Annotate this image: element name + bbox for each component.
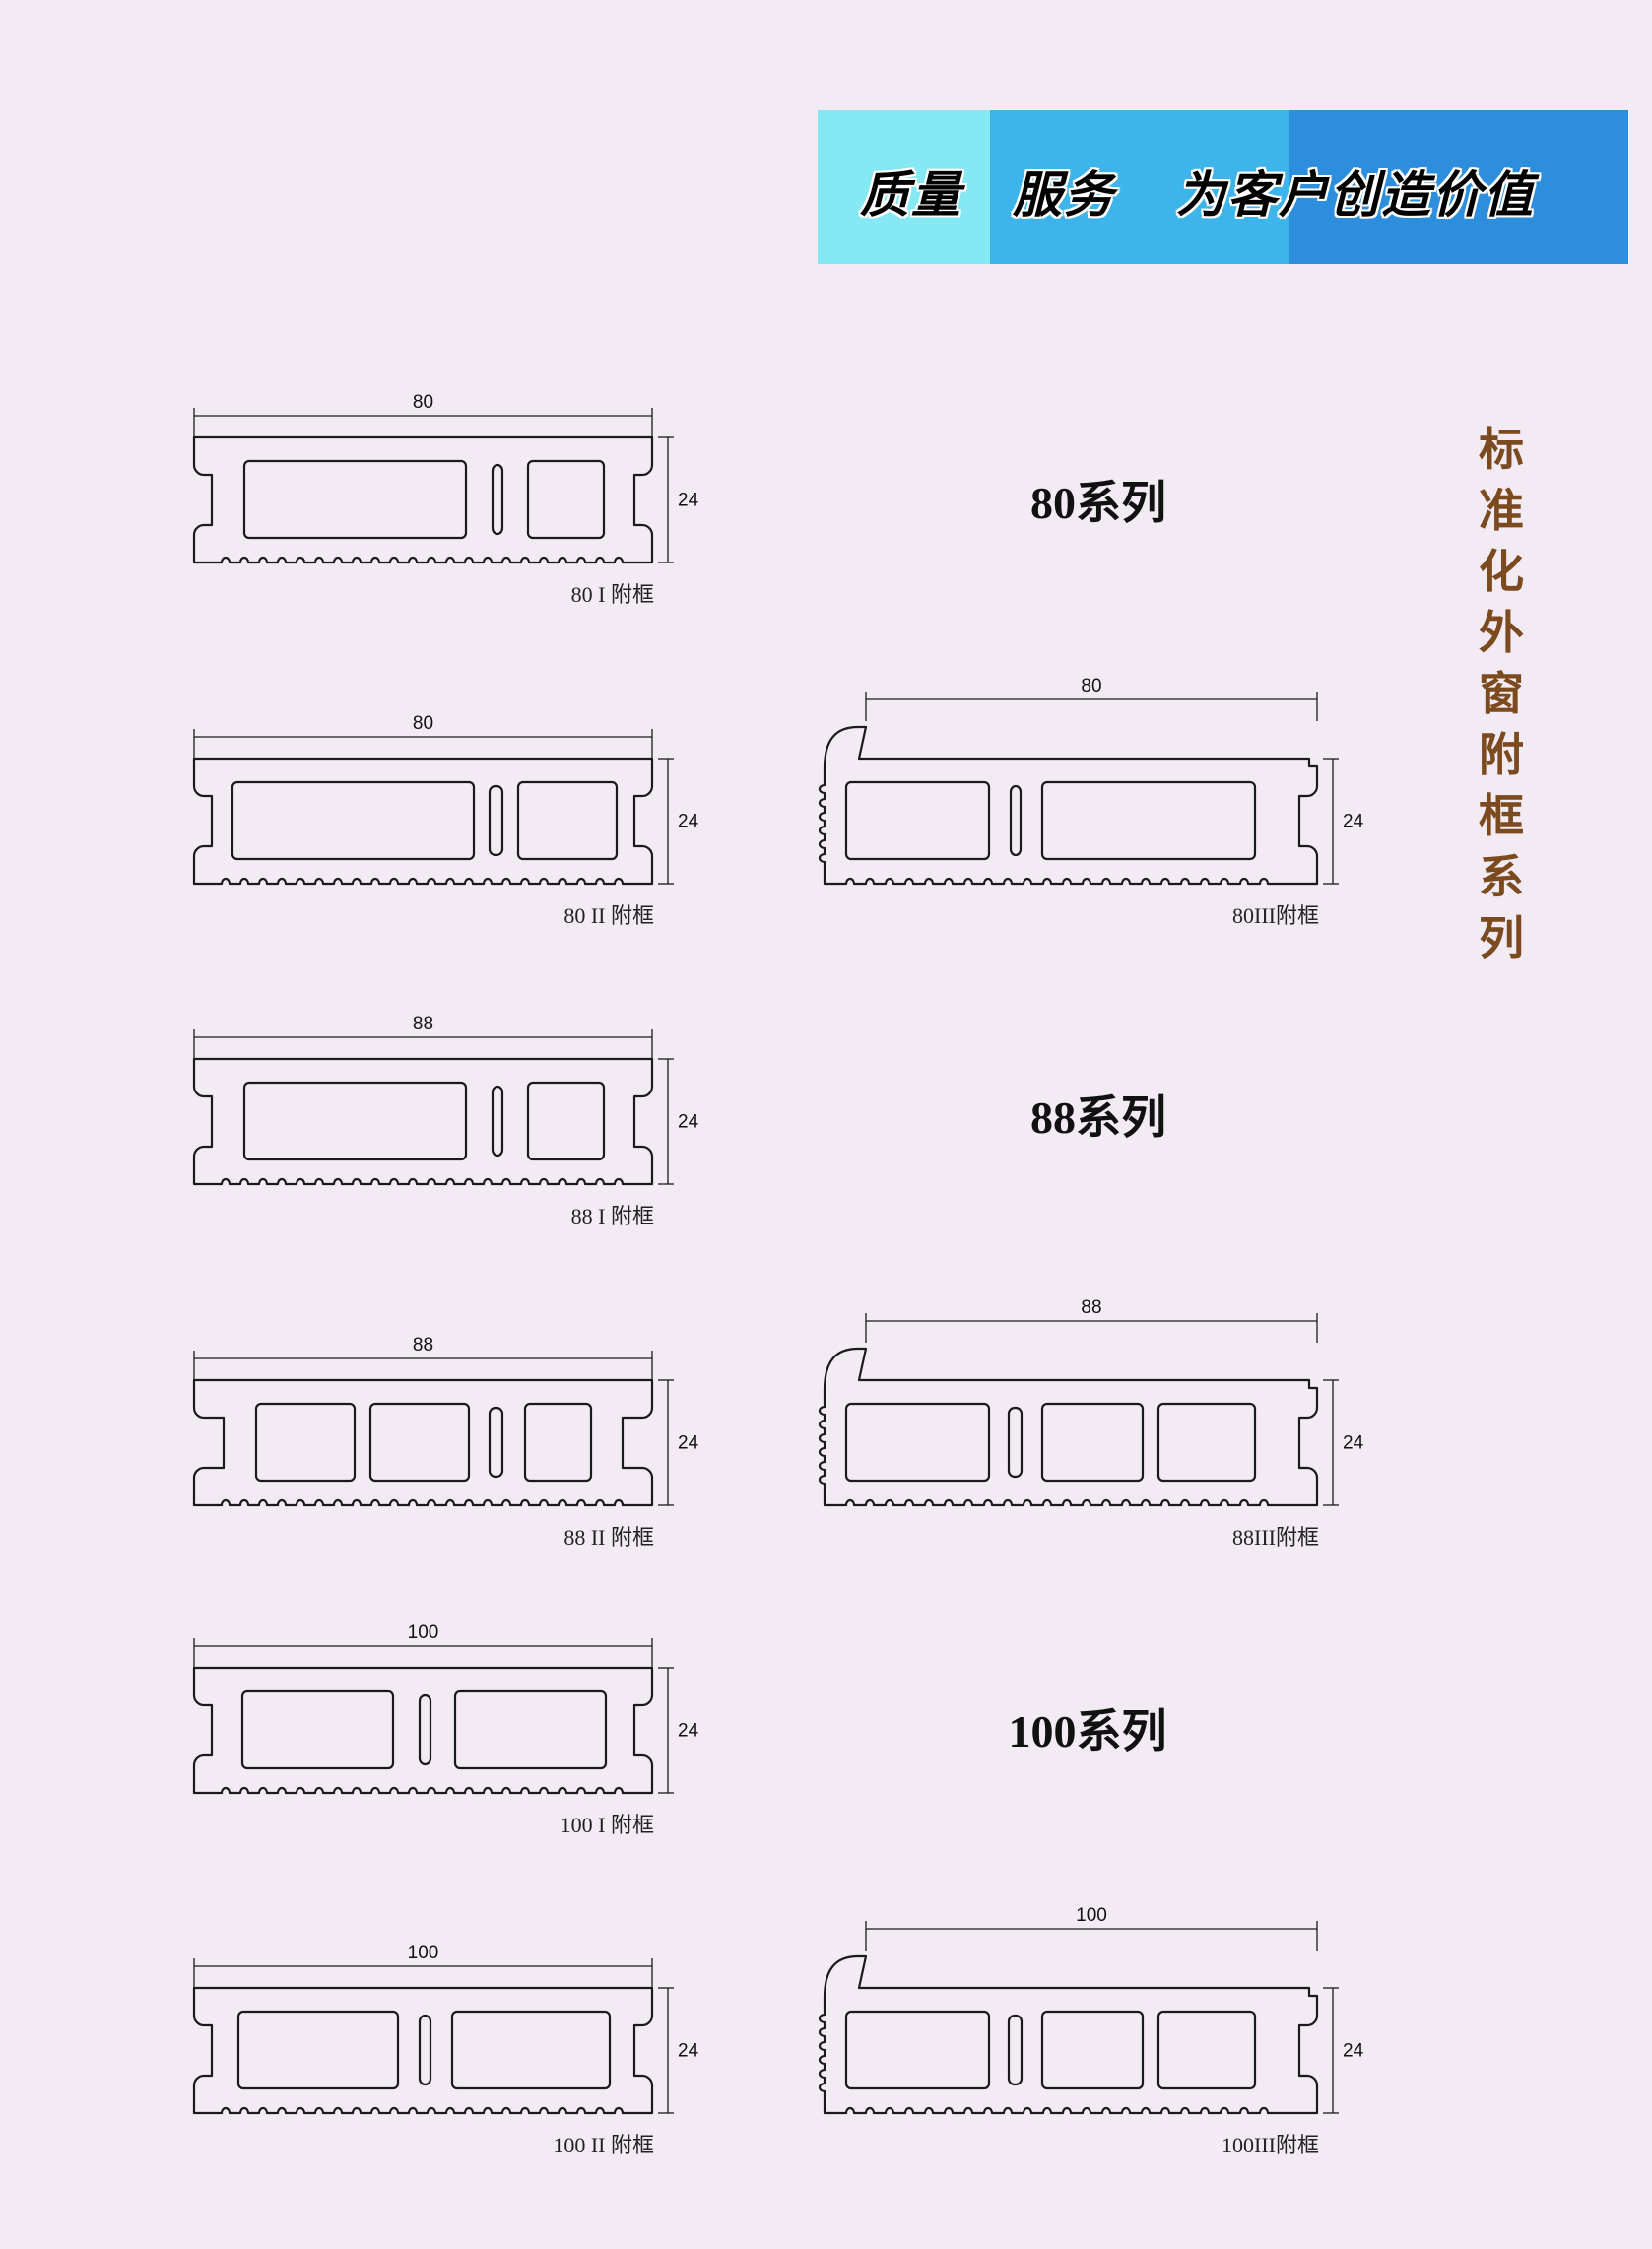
profile-cavity: [240, 1689, 395, 1770]
profile-name-label: 88III附框: [1232, 1525, 1319, 1550]
side-title-char: 窗: [1479, 667, 1524, 720]
profile-name-label: 80 II 附框: [563, 903, 654, 928]
profile-outline: [818, 1347, 1319, 1507]
profile-name-label: 100 II 附框: [553, 2133, 654, 2157]
profile-cavity: [523, 1402, 593, 1483]
width-dimension-label: 80: [413, 713, 433, 734]
width-dimension-label: 100: [408, 1622, 439, 1643]
profile-cavity: [368, 1402, 471, 1483]
profile-outline: [192, 757, 654, 886]
profile-drawing: 88 24 88 I 附框: [192, 1014, 699, 1228]
height-dimension-label: 24: [678, 1721, 699, 1742]
profile-outline: [818, 725, 1319, 886]
profile-outline: [192, 435, 654, 564]
profile-slot: [491, 463, 504, 536]
height-dimension-label: 24: [678, 2041, 699, 2062]
side-title-char: 列: [1479, 911, 1524, 964]
height-dimension-label: 24: [678, 1112, 699, 1133]
side-title-char: 附: [1479, 728, 1524, 781]
profile-cavity: [1040, 1402, 1145, 1483]
profile-drawing: 88 24 88 II 附框: [192, 1335, 699, 1550]
profile-slot: [488, 784, 504, 857]
width-dimension-label: 100: [1076, 1905, 1107, 1926]
profile-slot: [418, 1693, 432, 1766]
side-title-char: 系: [1479, 850, 1524, 903]
profile-cavity: [231, 780, 476, 861]
height-dimension-label: 24: [678, 491, 699, 511]
width-dimension-label: 88: [413, 1335, 433, 1356]
profile-cavity: [516, 780, 619, 861]
profile-drawing: 80 24 80 II 附框: [192, 713, 699, 928]
side-title-char: 标: [1479, 423, 1524, 476]
profile-outline: [192, 1378, 654, 1507]
profile-cavity: [1040, 2010, 1145, 2090]
profile-slot: [1007, 2014, 1024, 2086]
profile-cavity: [844, 1402, 991, 1483]
height-dimension-label: 24: [1343, 1433, 1364, 1454]
height-dimension-label: 24: [678, 812, 699, 832]
profile-cavity: [254, 1402, 357, 1483]
width-dimension-label: 88: [1081, 1297, 1101, 1318]
side-title: 标 准 化 外 窗 附 框 系 列: [1472, 419, 1531, 968]
banner-segment-value: [1289, 110, 1628, 264]
profile-name-label: 80 I 附框: [571, 582, 654, 607]
profile-drawing: 80 24 80III附框: [818, 676, 1364, 928]
profile-cavity: [453, 1689, 608, 1770]
side-title-char: 化: [1479, 545, 1524, 598]
profile-cavity: [242, 459, 468, 540]
series-label-80: 80系列: [1030, 478, 1166, 528]
profile-slot: [1007, 1406, 1024, 1479]
profile-cavity: [236, 2010, 400, 2090]
profile-cavity: [1156, 1402, 1257, 1483]
height-dimension-label: 24: [678, 1433, 699, 1454]
series-label-88: 88系列: [1030, 1092, 1166, 1143]
profile-slot: [488, 1406, 504, 1479]
width-dimension-label: 100: [408, 1943, 439, 1963]
profile-drawing: 100 24 100 II 附框: [192, 1943, 699, 2157]
banner-text-value: 为客户创造价值: [1176, 165, 1535, 224]
height-dimension-label: 24: [1343, 2041, 1364, 2062]
height-dimension-label: 24: [1343, 812, 1364, 832]
banner-segment-service: [990, 110, 1289, 264]
profile-outline: [192, 1666, 654, 1795]
profile-cavity: [844, 2010, 991, 2090]
side-title-char: 准: [1479, 484, 1524, 537]
profile-name-label: 88 I 附框: [571, 1204, 654, 1228]
profile-cavity: [450, 2010, 612, 2090]
profile-cavity: [526, 1081, 606, 1161]
profile-name-label: 88 II 附框: [563, 1525, 654, 1550]
profile-cavity: [242, 1081, 468, 1161]
profile-name-label: 100III附框: [1222, 2133, 1319, 2157]
profile-name-label: 100 I 附框: [561, 1813, 654, 1837]
width-dimension-label: 80: [1081, 676, 1101, 696]
profile-outline: [192, 1986, 654, 2115]
width-dimension-label: 88: [413, 1014, 433, 1034]
profile-drawing: 100 24 100 I 附框: [192, 1622, 699, 1837]
profile-slot: [1009, 784, 1023, 857]
profile-name-label: 80III附框: [1232, 903, 1319, 928]
profile-drawing: 80 24 80 I 附框: [192, 392, 699, 607]
profile-cavity: [1040, 780, 1257, 861]
series-label-100: 100系列: [1008, 1706, 1167, 1756]
side-title-char: 外: [1479, 606, 1524, 659]
side-title-char: 框: [1479, 789, 1524, 842]
profile-slot: [491, 1085, 504, 1158]
profile-cavity: [526, 459, 606, 540]
profile-slot: [418, 2014, 432, 2086]
banner-text-quality: 质量: [860, 165, 962, 224]
profile-outline: [192, 1057, 654, 1186]
width-dimension-label: 80: [413, 392, 433, 413]
banner-text-service: 服务: [1013, 165, 1115, 224]
banner-segment-quality: [818, 110, 990, 264]
profile-drawing: 100 24 100III附框: [818, 1905, 1364, 2157]
profile-cavity: [1156, 2010, 1257, 2090]
profile-outline: [818, 1954, 1319, 2115]
slogan-banner: 质量 服务 为客户创造价值: [818, 110, 1628, 264]
profile-drawing: 88 24 88III附框: [818, 1297, 1364, 1550]
profile-cavity: [844, 780, 991, 861]
